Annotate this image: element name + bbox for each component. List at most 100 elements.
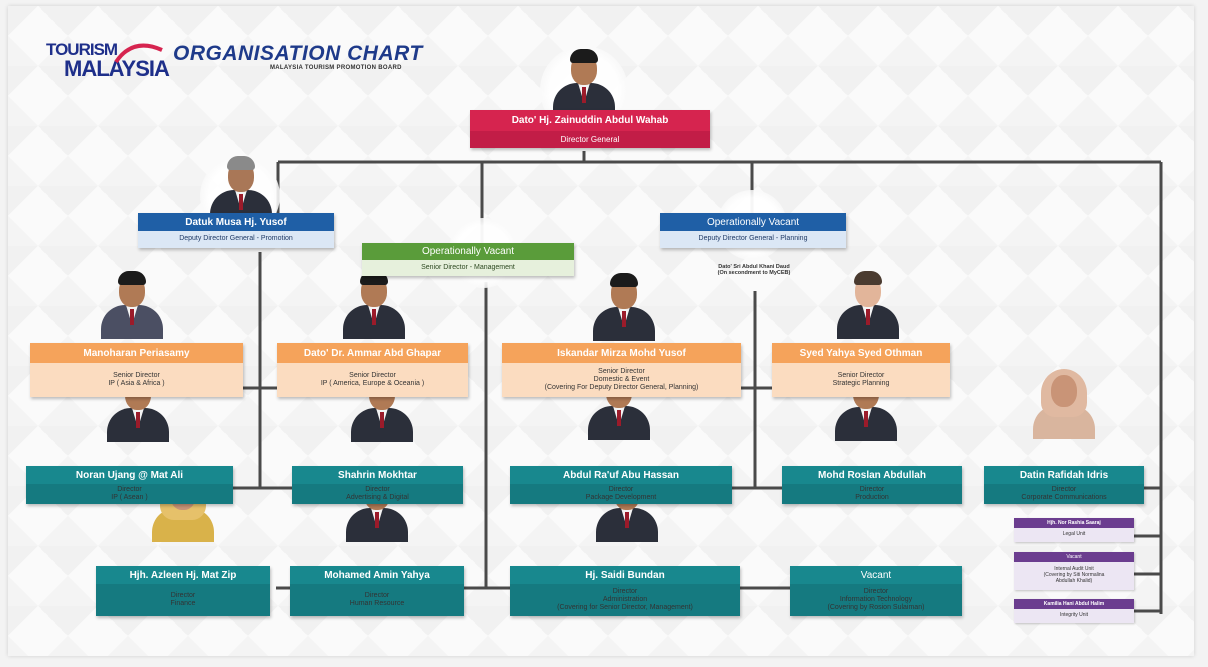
node-role-line: Director: [170, 591, 196, 599]
node-ddg-planning: Operationally Vacant Deputy Director Gen…: [660, 213, 846, 248]
node-role-line: Director: [364, 591, 390, 599]
node-director-human-resource: Mohamed Amin Yahya Director Human Resour…: [290, 566, 464, 616]
tourism-malaysia-logo: TOURISM MALAYSIA: [46, 40, 186, 84]
node-name: Iskandar Mirza Mohd Yusof: [502, 343, 741, 363]
portrait-photo: [833, 269, 903, 339]
ddg-planning-note: Dato' Sri Abdul Khani Daud (On secondmen…: [684, 264, 824, 277]
node-director-ip-asean: Noran Ujang @ Mat Ali Director IP ( Asea…: [26, 466, 233, 504]
node-role-line: (Covering for Senior Director, Managemen…: [557, 604, 693, 612]
logo-swoosh-icon: [114, 43, 163, 64]
chart-title: ORGANISATION CHART: [173, 42, 423, 65]
node-role-line: (Covering by Rosion Sulaiman): [827, 604, 925, 612]
node-senior-director-strategic: Syed Yahya Syed Othman Senior Director S…: [772, 343, 950, 397]
node-role-line: Director: [863, 587, 889, 595]
node-role-line: Internal Audit Unit: [1054, 566, 1094, 573]
node-role-line: Deputy Director General - Planning: [698, 235, 808, 243]
node-role-line: Director: [117, 485, 142, 493]
node-role: Senior Director Strategic Planning: [772, 363, 950, 397]
node-name: Dato' Hj. Zainuddin Abdul Wahab: [470, 110, 710, 131]
node-role-line: Finance: [170, 600, 196, 607]
node-role: Director Human Resource: [290, 584, 464, 616]
node-role: Senior Director - Management: [362, 260, 574, 276]
node-sd-management: Operationally Vacant Senior Director - M…: [362, 243, 574, 276]
node-director-corporate-comms: Datin Rafidah Idris Director Corporate C…: [984, 466, 1144, 504]
portrait-photo: [339, 269, 409, 339]
node-role: Director Administration (Covering for Se…: [510, 584, 740, 616]
node-role: Integrity Unit: [1014, 609, 1134, 623]
node-role-line: Administration: [602, 595, 648, 603]
chart-subtitle: MALAYSIA TOURISM PROMOTION BOARD: [270, 65, 402, 71]
node-role: Legal Unit: [1014, 528, 1134, 542]
node-role-line: Advertising & Digital: [346, 494, 409, 501]
node-director-advertising: Shahrin Mokhtar Director Advertising & D…: [292, 466, 463, 504]
node-role-line: Senior Director: [598, 367, 645, 375]
portrait-photo: [1029, 369, 1099, 439]
node-role-line: Director: [859, 485, 885, 493]
node-role-line: IP ( America, Europe & Oceania ): [320, 380, 425, 387]
node-name: Kamilia Hani Abdul Halim: [1014, 599, 1134, 609]
node-role-line: Information Technology: [839, 595, 913, 603]
node-director-it: Vacant Director Information Technology (…: [790, 566, 962, 616]
node-role-line: Abdullah Khalid): [1055, 577, 1093, 584]
node-role-line: Package Development: [585, 494, 657, 501]
node-role-line: (Covering For Deputy Director General, P…: [544, 384, 699, 392]
node-senior-director-domestic: Iskandar Mirza Mohd Yusof Senior Directo…: [502, 343, 741, 397]
node-role-line: Director: [365, 485, 390, 493]
node-director-general: Dato' Hj. Zainuddin Abdul Wahab Director…: [470, 110, 710, 148]
node-ddg-promotion: Datuk Musa Hj. Yusof Deputy Director Gen…: [138, 213, 334, 248]
org-chart-canvas: TOURISM MALAYSIA ORGANISATION CHART MALA…: [8, 6, 1194, 656]
node-name: Manoharan Periasamy: [30, 343, 243, 363]
node-name: Hjh. Nor Rashia Saaraj: [1014, 518, 1134, 528]
node-role: Director Advertising & Digital: [292, 484, 463, 504]
node-role-line: Director General: [560, 134, 620, 144]
node-role: Senior Director Domestic & Event (Coveri…: [502, 363, 741, 397]
node-role-line: Production: [855, 494, 889, 501]
node-senior-director-america-europe: Dato' Dr. Ammar Abd Ghapar Senior Direct…: [277, 343, 468, 397]
node-name: Dato' Dr. Ammar Abd Ghapar: [277, 343, 468, 363]
node-name: Mohd Roslan Abdullah: [782, 466, 962, 484]
node-role-line: Senior Director: [113, 371, 160, 379]
node-role-line: Senior Director - Management: [421, 263, 515, 271]
node-role: Director Package Development: [510, 484, 732, 504]
node-role-line: Director: [1051, 485, 1077, 493]
portrait-photo: [589, 271, 659, 341]
node-name: Hj. Saidi Bundan: [510, 566, 740, 584]
node-role: Deputy Director General - Planning: [660, 231, 846, 248]
node-role-line: Director: [608, 485, 634, 493]
node-name: Operationally Vacant: [660, 213, 846, 231]
node-role: Deputy Director General - Promotion: [138, 231, 334, 248]
node-director-production: Mohd Roslan Abdullah Director Production: [782, 466, 962, 504]
node-role-line: Senior Director: [837, 371, 885, 379]
node-name: Mohamed Amin Yahya: [290, 566, 464, 584]
node-name: Noran Ujang @ Mat Ali: [26, 466, 233, 484]
node-role-line: Domestic & Event: [593, 375, 650, 383]
node-role: Director IP ( Asean ): [26, 484, 233, 504]
node-role: Senior Director IP ( America, Europe & O…: [277, 363, 468, 397]
node-name: Datin Rafidah Idris: [984, 466, 1144, 484]
node-name: Operationally Vacant: [362, 243, 574, 260]
node-role-line: Senior Director: [349, 371, 396, 379]
node-role-line: Director: [612, 587, 638, 595]
node-role-line: IP ( Asia & Africa ): [108, 380, 165, 387]
node-role: Director Corporate Communications: [984, 484, 1144, 504]
logo-line-1: TOURISM: [46, 40, 118, 59]
portrait-photo: [549, 47, 619, 117]
node-role-line: Deputy Director General - Promotion: [179, 235, 293, 243]
note-line: Dato' Sri Abdul Khani Daud: [718, 264, 790, 270]
node-director-package: Abdul Ra'uf Abu Hassan Director Package …: [510, 466, 732, 504]
node-name: Vacant: [790, 566, 962, 584]
node-name: Syed Yahya Syed Othman: [772, 343, 950, 363]
node-name: Vacant: [1014, 552, 1134, 562]
node-role: Senior Director IP ( Asia & Africa ): [30, 363, 243, 397]
node-role: Director Production: [782, 484, 962, 504]
node-role-line: (Covering by Siti Normalina: [1043, 572, 1105, 579]
node-director-finance: Hjh. Azleen Hj. Mat Zip Director Finance: [96, 566, 270, 616]
node-name: Datuk Musa Hj. Yusof: [138, 213, 334, 231]
node-integrity-unit: Kamilia Hani Abdul Halim Integrity Unit: [1014, 599, 1134, 623]
node-role-line: IP ( Asean ): [111, 494, 148, 501]
node-role: Director Finance: [96, 584, 270, 616]
node-name: Shahrin Mokhtar: [292, 466, 463, 484]
node-role: Director Information Technology (Coverin…: [790, 584, 962, 616]
node-role-line: Strategic Planning: [832, 380, 890, 387]
note-line: (On secondment to MyCEB): [717, 270, 791, 277]
